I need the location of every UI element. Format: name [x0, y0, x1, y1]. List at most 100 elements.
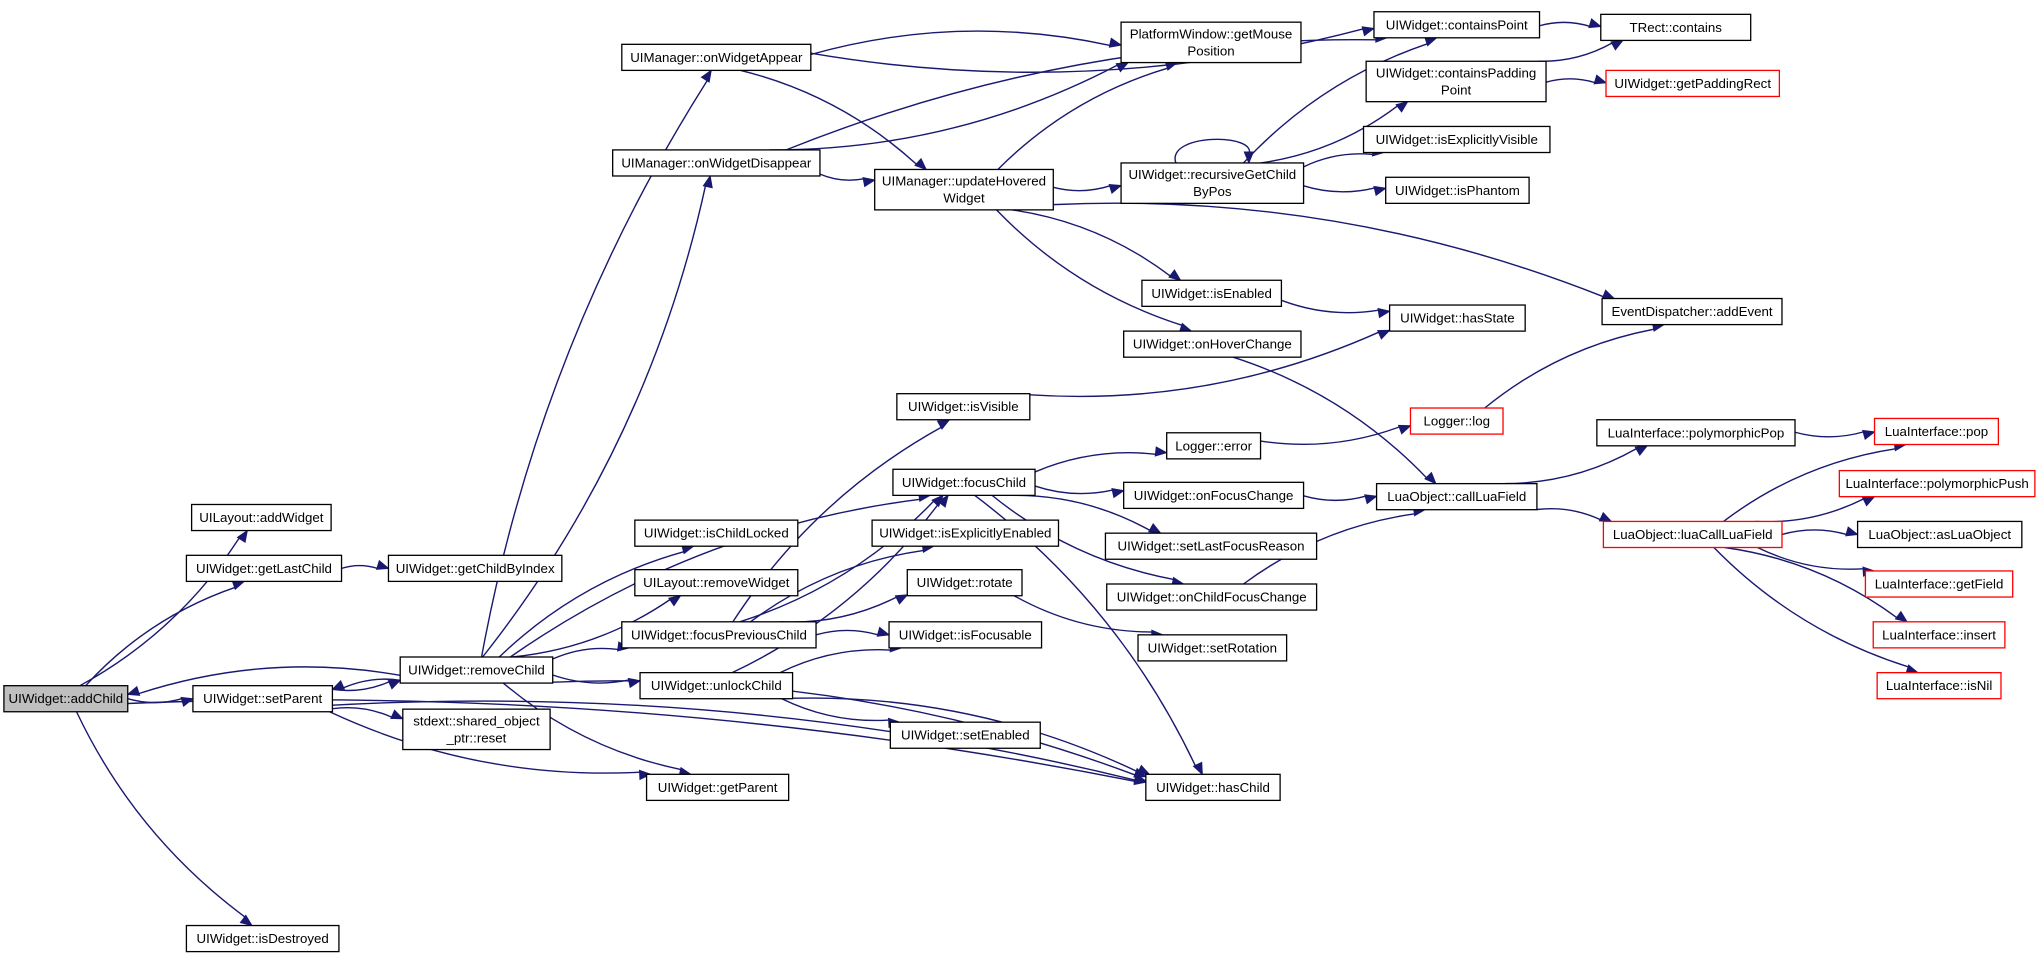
edge-arrowhead [1634, 445, 1649, 457]
edge-line [1232, 356, 1428, 479]
node-box [874, 168, 1054, 211]
node-onWidgetAppear[interactable]: UIManager::onWidgetAppear [621, 43, 812, 72]
node-addWidget[interactable]: UILayout::addWidget [190, 503, 332, 532]
node-isExplicitlyVisible[interactable]: UIWidget::isExplicitlyVisible [1362, 125, 1551, 154]
node-hasState[interactable]: UIWidget::hasState [1388, 304, 1526, 332]
node-label: UIWidget::containsPoint [1386, 17, 1528, 32]
node-onHoverChange[interactable]: UIWidget::onHoverChange [1123, 330, 1302, 358]
node-callLuaField[interactable]: LuaObject::callLuaField [1375, 482, 1538, 511]
edge-line [1053, 202, 1604, 298]
node-label: UIWidget::isPhantom [1395, 183, 1520, 198]
node-pop[interactable]: LuaInterface::pop [1873, 417, 2000, 446]
edge-arrowhead [1845, 526, 1859, 537]
node-setLastFocusReason[interactable]: UIWidget::setLastFocusReason [1104, 532, 1318, 560]
edge-line [85, 586, 236, 687]
edge-removeChild-to-addChild [126, 666, 401, 696]
node-focusPreviousChild[interactable]: UIWidget::focusPreviousChild [621, 621, 817, 649]
node-insert[interactable]: LuaInterface::insert [1872, 621, 2006, 649]
node-removeChild[interactable]: UIWidget::removeChild [399, 656, 554, 684]
node-box [1137, 634, 1288, 662]
node-getChildByIndex[interactable]: UIWidget::getChildByIndex [387, 554, 563, 583]
edge-getLastChild-to-getChildByIndex [341, 559, 390, 570]
node-isExplicitlyEnabled[interactable]: UIWidget::isExplicitlyEnabled [871, 519, 1060, 547]
node-label: UIWidget::focusChild [902, 475, 1026, 490]
node-label: EventDispatcher::addEvent [1611, 304, 1772, 319]
node-polymorphicPop[interactable]: LuaInterface::polymorphicPop [1596, 419, 1796, 447]
node-addEvent[interactable]: EventDispatcher::addEvent [1601, 297, 1783, 326]
edge-line [779, 649, 891, 674]
edge-arrowhead [1397, 424, 1412, 435]
edge-line [1713, 547, 1909, 668]
node-setParent[interactable]: UIWidget::setParent [192, 685, 334, 713]
node-box [1856, 520, 2023, 549]
edge-arrowhead [239, 914, 254, 927]
edge-line [1260, 105, 1398, 164]
node-label: UIWidget::getPaddingRect [1614, 76, 1771, 91]
edge-arrowhead [638, 769, 653, 781]
edge-focusPreviousChild-to-isFocusable [815, 626, 891, 637]
edge-removeChild-to-removeWidget [512, 594, 682, 658]
node-label: UILayout::removeWidget [643, 575, 790, 590]
node-containsPoint[interactable]: UIWidget::containsPoint [1373, 11, 1541, 39]
edge-line [1013, 595, 1153, 633]
node-rectContains[interactable]: TRect::contains [1600, 13, 1752, 42]
edge-line [740, 69, 917, 165]
node-label: Logger::error [1175, 438, 1252, 453]
node-sharedReset[interactable]: stdext::shared_object_ptr::reset [402, 708, 551, 751]
node-isPhantom[interactable]: UIWidget::isPhantom [1385, 176, 1530, 205]
edge-arrowhead [1610, 39, 1624, 51]
node-setEnabled[interactable]: UIWidget::setEnabled [889, 721, 1041, 749]
node-onWidgetDisappear[interactable]: UIManager::onWidgetDisappear [612, 149, 821, 177]
node-getField[interactable]: LuaInterface::getField [1864, 570, 2014, 598]
edge-callLuaField-to-polymorphicPop [1505, 445, 1649, 485]
node-label: UIWidget::isVisible [908, 399, 1019, 414]
edge-onFocusChange-to-callLuaField [1303, 494, 1378, 505]
edge-line [1303, 185, 1375, 193]
edge-line [997, 67, 1168, 170]
node-box [621, 621, 817, 649]
node-label: UIWidget::getChildByIndex [396, 561, 555, 576]
node-focusChild[interactable]: UIWidget::focusChild [892, 468, 1036, 497]
node-polymorphicPush[interactable]: LuaInterface::polymorphicPush [1838, 469, 2036, 498]
node-luaCallLuaField[interactable]: LuaObject::luaCallLuaField [1602, 520, 1783, 549]
node-asLuaObject[interactable]: LuaObject::asLuaObject [1856, 520, 2023, 549]
node-onFocusChange[interactable]: UIWidget::onFocusChange [1123, 481, 1305, 510]
edge-arrowhead [390, 709, 405, 720]
node-loggerLog[interactable]: Logger::log [1409, 407, 1504, 435]
edge-line [739, 500, 935, 623]
edge-line [1242, 43, 1428, 164]
edge-luaCallLuaField-to-polymorphicPush [1755, 496, 1876, 523]
node-rotate[interactable]: UIWidget::rotate [906, 569, 1023, 597]
node-removeWidget[interactable]: UILayout::removeWidget [634, 569, 799, 597]
node-getPaddingRect[interactable]: UIWidget::getPaddingRect [1605, 69, 1781, 98]
edge-line [332, 706, 393, 718]
node-box [402, 708, 551, 751]
edge-removeChild-to-focusPreviousChild [552, 641, 631, 660]
node-isEnabled[interactable]: UIWidget::isEnabled [1141, 279, 1283, 307]
edge-onWidgetAppear-to-getMousePosition [810, 30, 1123, 56]
node-isNil[interactable]: LuaInterface::isNil [1876, 671, 2002, 700]
node-isFocusable[interactable]: UIWidget::isFocusable [888, 621, 1043, 649]
node-onChildFocusChange[interactable]: UIWidget::onChildFocusChange [1106, 583, 1318, 611]
node-label: TRect::contains [1630, 20, 1723, 35]
node-unlockChild[interactable]: UIWidget::unlockChild [639, 671, 794, 700]
node-label: UIWidget::setRotation [1148, 640, 1277, 655]
node-setRotation[interactable]: UIWidget::setRotation [1137, 634, 1288, 662]
node-getParent[interactable]: UIWidget::getParent [645, 773, 790, 802]
node-label: LuaObject::asLuaObject [1868, 527, 2011, 542]
node-loggerError[interactable]: Logger::error [1166, 432, 1262, 460]
node-addChild[interactable]: UIWidget::addChild [3, 685, 129, 713]
node-isChildLocked[interactable]: UIWidget::isChildLocked [634, 519, 799, 547]
node-isVisible[interactable]: UIWidget::isVisible [896, 393, 1031, 421]
node-isDestroyed[interactable]: UIWidget::isDestroyed [185, 924, 340, 953]
edge-arrowhead [1373, 185, 1387, 197]
node-hasChild[interactable]: UIWidget::hasChild [1145, 773, 1281, 802]
node-getLastChild[interactable]: UIWidget::getLastChild [185, 554, 343, 583]
edge-line [1034, 485, 1113, 495]
edge-arrowhead [236, 529, 249, 544]
edge-arrowhead [668, 594, 682, 607]
